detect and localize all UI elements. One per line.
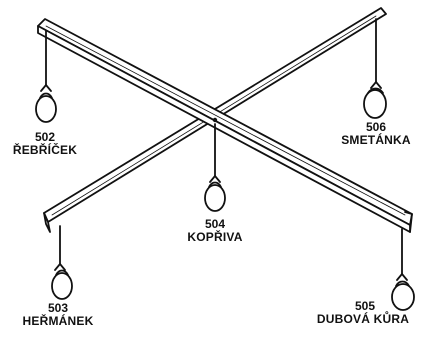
herb-label-502: 502 ŘEBŘÍČEK [10, 130, 80, 158]
herb-number: 504 [204, 217, 226, 231]
herb-name: HEŘMÁNEK [22, 314, 94, 329]
hanger-505 [391, 228, 415, 311]
hanger-502 [35, 30, 57, 123]
herb-number: 502 [34, 130, 56, 144]
rod-descending [37, 18, 413, 233]
herb-label-503: 503 HEŘMÁNEK [8, 301, 108, 329]
herb-name: SMETÁNKA [341, 133, 411, 148]
herb-label-504: 504 KOPŘIVA [170, 217, 260, 245]
hanger-503 [51, 225, 73, 300]
herb-number: 503 [47, 301, 69, 315]
herb-label-505: 505 DUBOVÁ KŮRA [300, 299, 426, 327]
herb-name: DUBOVÁ KŮRA [316, 312, 410, 327]
centre-pin [212, 117, 218, 123]
herb-name: ŘEBŘÍČEK [12, 143, 78, 158]
herb-label-506: 506 SMETÁNKA [326, 120, 426, 148]
herb-number: 505 [355, 299, 376, 313]
hanger-506 [363, 18, 387, 119]
herb-number: 506 [365, 120, 387, 134]
hanger-504 [204, 123, 226, 212]
herb-name: KOPŘIVA [187, 230, 243, 245]
